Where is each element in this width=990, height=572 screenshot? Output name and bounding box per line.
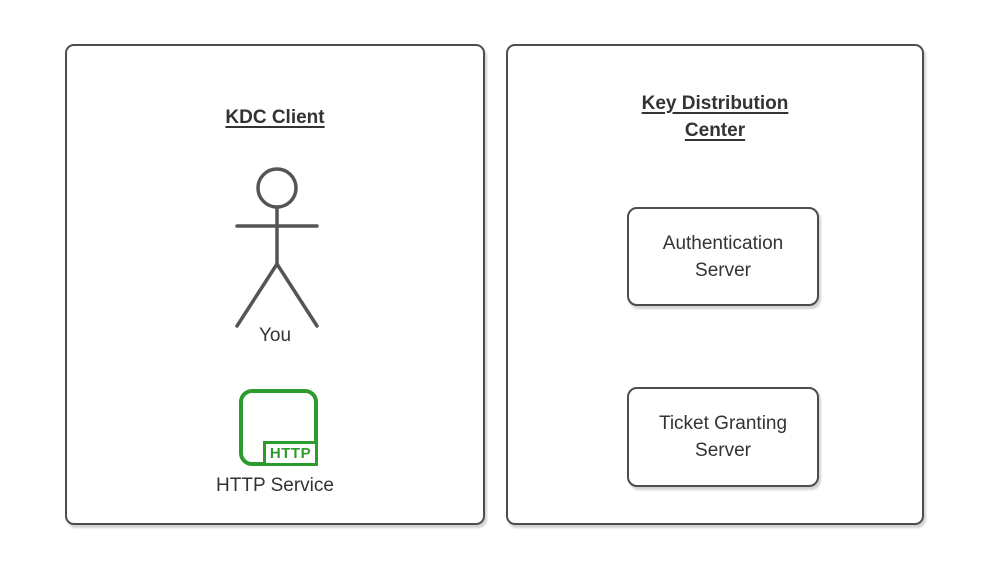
person-actor-icon: [235, 167, 319, 328]
authentication-server-label: Authentication Server: [662, 232, 784, 281]
key-distribution-center-title: Key Distribution Center: [641, 93, 789, 141]
actor-label: You: [258, 325, 292, 346]
http-badge-icon: HTTP: [263, 441, 318, 466]
key-distribution-center-panel: Key Distribution Center Authentication S…: [506, 44, 924, 525]
kdc-client-panel-title: KDC Client: [225, 107, 325, 128]
ticket-granting-server-label: Ticket Granting Server: [658, 413, 788, 461]
authentication-server-box: Authentication Server: [627, 207, 819, 306]
http-service-label: HTTP Service: [216, 475, 334, 496]
ticket-granting-server-box: Ticket Granting Server: [627, 387, 819, 487]
kdc-client-panel: KDC Client You HTTP HTTP Service: [65, 44, 485, 525]
